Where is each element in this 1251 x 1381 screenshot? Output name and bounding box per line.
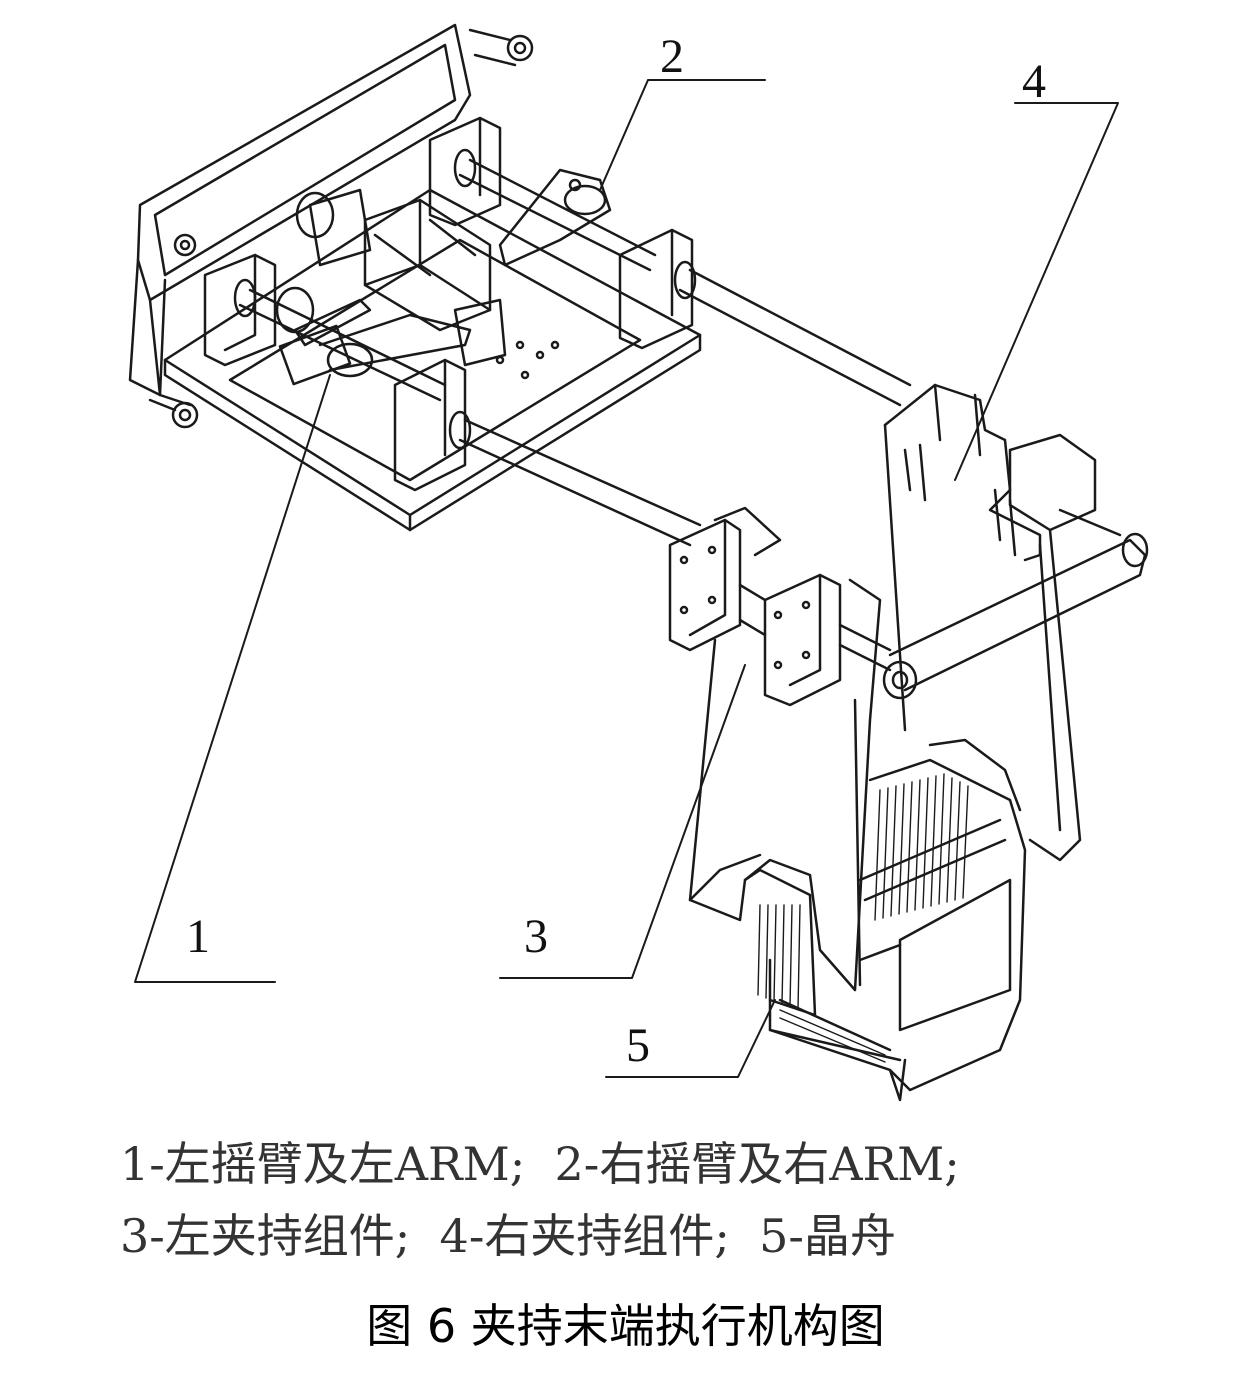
legend-line-1: 1-左摇臂及左ARM; 2-右摇臂及右ARM;: [120, 1137, 960, 1191]
wafer-slots: [757, 773, 969, 1063]
guide-shafts: [233, 148, 912, 547]
rocker-arm-left: [278, 298, 472, 386]
bearing-blocks-base: [203, 116, 694, 492]
rocker-arm-right: [498, 168, 612, 267]
callout-5: 5: [626, 1019, 650, 1072]
callout-4: 4: [1022, 55, 1046, 108]
legend-line-2: 3-左夹持组件; 4-右夹持组件; 5-晶舟: [120, 1209, 896, 1263]
frame-floor: [163, 188, 702, 532]
callout-2: 2: [660, 30, 684, 83]
right-clamp-assembly: [882, 383, 1149, 862]
callout-1: 1: [186, 910, 210, 963]
center-block: [275, 188, 507, 367]
figure-title: 图 6 夹持末端执行机构图: [366, 1299, 885, 1353]
callout-3: 3: [524, 910, 548, 963]
left-clamp-assembly: [668, 506, 892, 992]
leader-lines: [134, 79, 1119, 1078]
wafer-boat: [743, 738, 1027, 1102]
base-plate: [128, 23, 534, 429]
